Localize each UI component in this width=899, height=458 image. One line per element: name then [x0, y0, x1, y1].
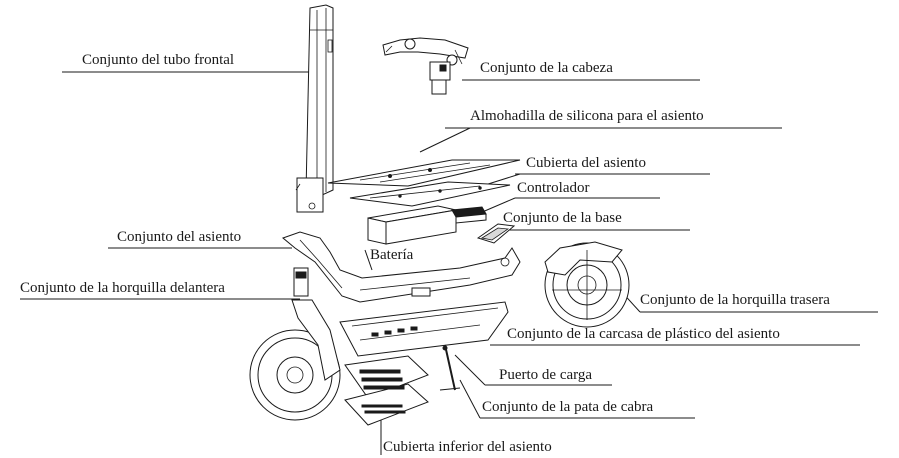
plastic-shell-part — [339, 301, 509, 357]
battery-part — [367, 205, 457, 245]
label-bottom-cover: Cubierta inferior del asiento — [383, 439, 552, 455]
seat-frame-part — [282, 231, 521, 303]
leader-lines — [20, 71, 878, 455]
label-plastic-shell: Conjunto de la carcasa de plástico del a… — [507, 326, 780, 342]
label-head: Conjunto de la cabeza — [480, 60, 613, 76]
label-seat-assembly: Conjunto del asiento — [117, 229, 242, 245]
label-seat-cover: Cubierta del asiento — [526, 155, 646, 171]
rear-fork-part — [544, 241, 630, 328]
label-charge-port: Puerto de carga — [499, 367, 593, 383]
silicone-pad-part — [327, 159, 521, 187]
front-fork-part — [249, 267, 341, 421]
kickstand-part — [439, 344, 461, 391]
label-front-fork: Conjunto de la horquilla delantera — [20, 280, 225, 296]
label-kickstand: Conjunto de la pata de cabra — [482, 399, 654, 415]
seat-cover-part — [349, 181, 511, 207]
controller-part — [451, 206, 487, 224]
label-silicone-pad: Almohadilla de silicona para el asiento — [470, 108, 704, 124]
bottom-cover-part — [344, 355, 429, 426]
front-tube-part — [295, 4, 334, 213]
label-front-tube: Conjunto del tubo frontal — [82, 52, 235, 68]
label-controller: Controlador — [517, 180, 590, 196]
base-part — [476, 223, 516, 244]
label-base: Conjunto de la base — [503, 210, 622, 226]
head-assembly-part — [382, 37, 469, 95]
label-rear-fork: Conjunto de la horquilla trasera — [640, 292, 830, 308]
label-battery: Batería — [370, 247, 414, 263]
